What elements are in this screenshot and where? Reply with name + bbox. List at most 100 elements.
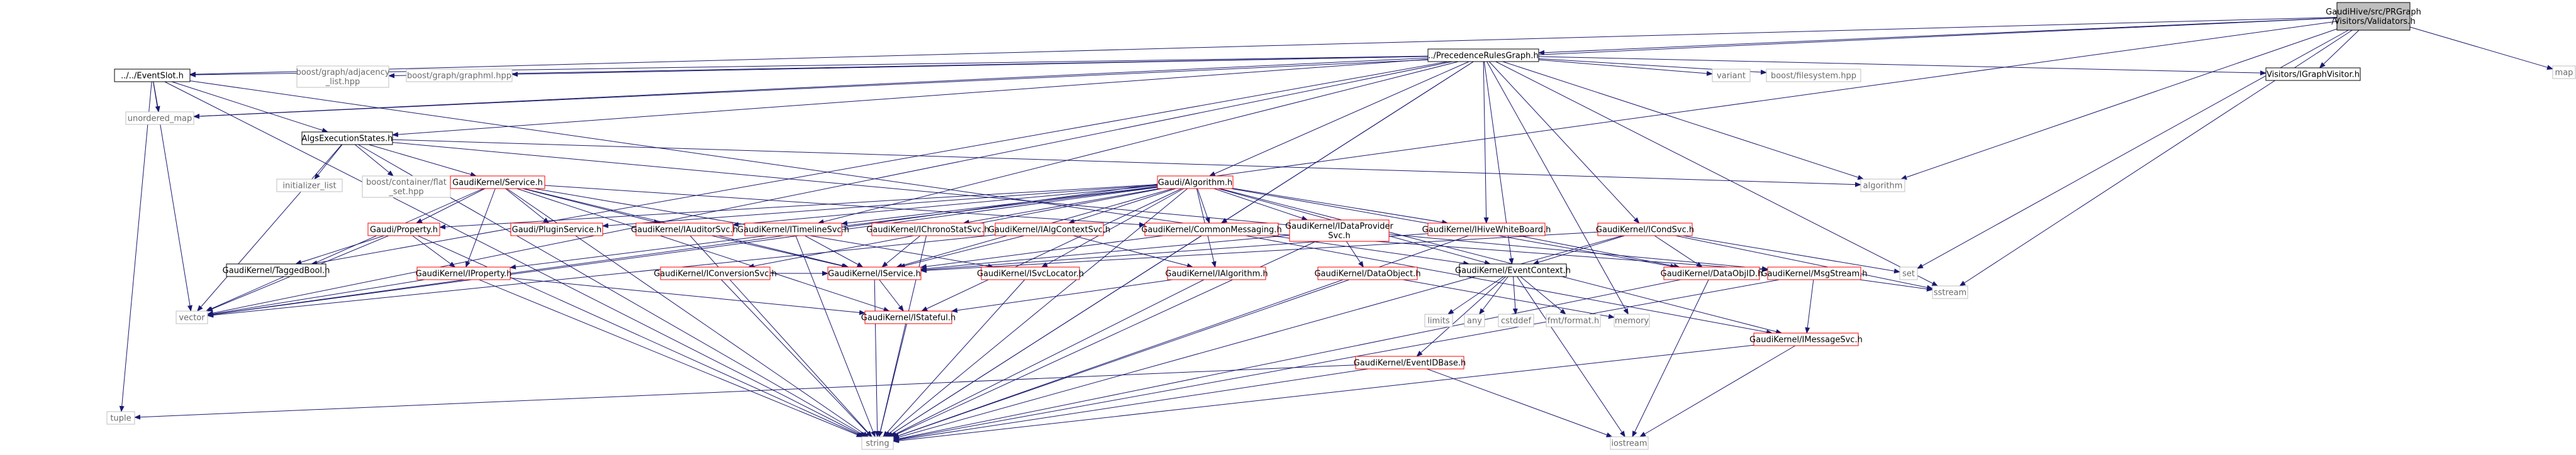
node-label-init: initializer_list [282, 182, 336, 191]
node-label-fmt: fmt/format.h [1547, 317, 1599, 326]
edge-iservice-to-istate [879, 279, 904, 312]
node-bfs: boost/filesystem.hpp [1766, 69, 1861, 82]
edge-cmsg-to-iservice [920, 235, 1164, 270]
node-root[interactable]: GaudiHive/src/PRGraph/Visitors/Validator… [2326, 2, 2421, 31]
node-label-galg: Gaudi/Algorithm.h [1158, 178, 1233, 188]
node-ievid[interactable]: GaudiKernel/EventIDBase.h [1354, 356, 1466, 370]
node-label-imsvc: GaudiKernel/IMessageSvc.h [1749, 336, 1863, 345]
edge-icond-to-ectx [1532, 235, 1625, 265]
node-dobjid[interactable]: GaudiKernel/DataObjID.h [1661, 266, 1763, 280]
edge-istate-to-string [878, 323, 907, 437]
node-label-adj: _list.hpp [325, 77, 360, 87]
node-label-cmsg: GaudiKernel/CommonMessaging.h [1141, 226, 1281, 235]
edge-root-to-algorithm [1900, 28, 2338, 180]
node-dobj[interactable]: GaudiKernel/DataObject.h [1314, 266, 1421, 280]
node-icond[interactable]: GaudiKernel/ICondSvc.h [1596, 222, 1694, 236]
node-map: map [2552, 65, 2576, 79]
edge-root-to-map [2409, 26, 2553, 70]
edge-iacs-to-ialg [1073, 235, 1193, 268]
node-label-bfs: boost/filesystem.hpp [1771, 72, 1856, 81]
node-iprop[interactable]: GaudiKernel/IProperty.h [416, 266, 512, 280]
node-prg[interactable]: ../PrecedenceRulesGraph.h [1427, 48, 1539, 62]
edge-iprop-to-string [479, 279, 863, 437]
node-ihwb[interactable]: GaudiKernel/IHiveWhiteBoard.h [1422, 222, 1551, 236]
node-msgs[interactable]: GaudiKernel/MsgStream.h [1761, 266, 1868, 280]
node-box-cmsg [1144, 222, 1279, 236]
edge-prop-to-tbool [295, 235, 384, 265]
node-ichr[interactable]: GaudiKernel/IChronoStatSvc.h [866, 222, 990, 236]
edge-ichr-to-string [878, 235, 927, 437]
node-label-adj: boost/graph/adjacency [296, 68, 390, 77]
node-itl[interactable]: GaudiKernel/ITimelineSvc.h [737, 222, 849, 236]
node-label-iprop: GaudiKernel/IProperty.h [416, 270, 512, 279]
edge-galg-to-ihwb [1232, 188, 1449, 225]
edge-imsvc-to-string [893, 344, 1754, 444]
node-box-any [1464, 314, 1485, 327]
node-label-ievid: GaudiKernel/EventIDBase.h [1354, 359, 1466, 368]
node-box-iprop [416, 266, 511, 280]
node-iisl[interactable]: GaudiKernel/ISvcLocator.h [977, 266, 1084, 280]
edge-slot-to-aes [171, 81, 328, 133]
node-iconv[interactable]: GaudiKernel/IConversionSvc.h [654, 266, 777, 280]
node-imsvc[interactable]: GaudiKernel/IMessageSvc.h [1749, 332, 1863, 346]
node-algorithm: algorithm [1860, 178, 1905, 192]
edge-root-to-umap [193, 18, 2338, 119]
node-adj: boost/graph/adjacency_list.hpp [296, 65, 390, 88]
edge-ectx-to-fmt [1520, 276, 1566, 315]
node-slot[interactable]: ../../EventSlot.h [114, 69, 191, 82]
node-umap: unordered_map [125, 111, 194, 125]
node-box-cstddef [1498, 314, 1534, 327]
node-label-iconv: GaudiKernel/IConversionSvc.h [654, 270, 777, 279]
edge-prg-to-sstream [1495, 61, 1939, 287]
node-label-map: map [2555, 69, 2573, 78]
node-svc[interactable]: GaudiKernel/Service.h [450, 175, 545, 189]
node-box-root [2336, 2, 2411, 31]
edge-prg-to-aes [392, 58, 1429, 138]
edge-prop-to-string [417, 235, 864, 437]
node-ectx[interactable]: GaudiKernel/EventContext.h [1455, 263, 1571, 277]
node-box-umap [125, 111, 194, 125]
edge-prg-to-gml [511, 56, 1429, 77]
node-label-svc: GaudiKernel/Service.h [452, 178, 543, 188]
node-box-map [2552, 65, 2576, 79]
edge-svc-to-vector [205, 188, 484, 312]
node-box-dobj [1317, 266, 1418, 280]
node-box-init [276, 178, 343, 192]
node-box-msgs [1767, 266, 1861, 280]
node-box-bfs [1766, 69, 1861, 82]
edge-slot-to-tuple [119, 81, 152, 412]
edge-msgs-to-string [893, 279, 1780, 442]
node-box-iconv [660, 266, 771, 280]
node-istate[interactable]: GaudiKernel/IStateful.h [861, 310, 956, 324]
node-iaud[interactable]: GaudiKernel/IAuditorSvc.h [631, 222, 738, 236]
node-galg[interactable]: Gaudi/Algorithm.h [1157, 175, 1234, 189]
node-string: string [861, 436, 894, 450]
node-label-umap: unordered_map [128, 114, 192, 124]
edge-iacs-to-vector [207, 234, 996, 318]
node-ialg[interactable]: GaudiKernel/IAlgorithm.h [1165, 266, 1268, 280]
edge-iaud-to-string [689, 235, 873, 437]
node-igv[interactable]: Visitors/IGraphVisitor.h [2265, 67, 2361, 81]
node-tbool[interactable]: GaudiKernel/TaggedBool.h [223, 263, 330, 277]
node-label-ectx: GaudiKernel/EventContext.h [1455, 266, 1571, 276]
edge-icond-to-set [1682, 235, 1900, 274]
node-prop[interactable]: Gaudi/Property.h [367, 222, 440, 236]
edge-iisl-to-string [883, 279, 1025, 437]
edge-cmsg-to-string [886, 235, 1202, 437]
node-label-tuple: tuple [110, 414, 131, 424]
node-label-dobjid: GaudiKernel/DataObjID.h [1661, 270, 1763, 279]
node-iservice[interactable]: GaudiKernel/IService.h [827, 266, 922, 280]
edge-iprop-to-vector [207, 279, 425, 317]
edge-root-to-igv [2319, 30, 2360, 69]
node-cmsg[interactable]: GaudiKernel/CommonMessaging.h [1141, 222, 1282, 236]
node-limits: limits [1424, 314, 1453, 327]
edge-ichr-to-iservice [881, 235, 921, 268]
node-box-algorithm [1860, 178, 1905, 192]
node-box-fmt [1546, 314, 1601, 327]
node-label-ialg: GaudiKernel/IAlgorithm.h [1165, 270, 1268, 279]
node-iacs[interactable]: GaudiKernel/IAlgContextSvc.h [988, 222, 1110, 236]
node-aes[interactable]: AlgsExecutionStates.h [301, 131, 393, 145]
node-plugin[interactable]: Gaudi/PluginService.h [510, 222, 603, 236]
edge-prg-to-galg [1208, 61, 1469, 177]
